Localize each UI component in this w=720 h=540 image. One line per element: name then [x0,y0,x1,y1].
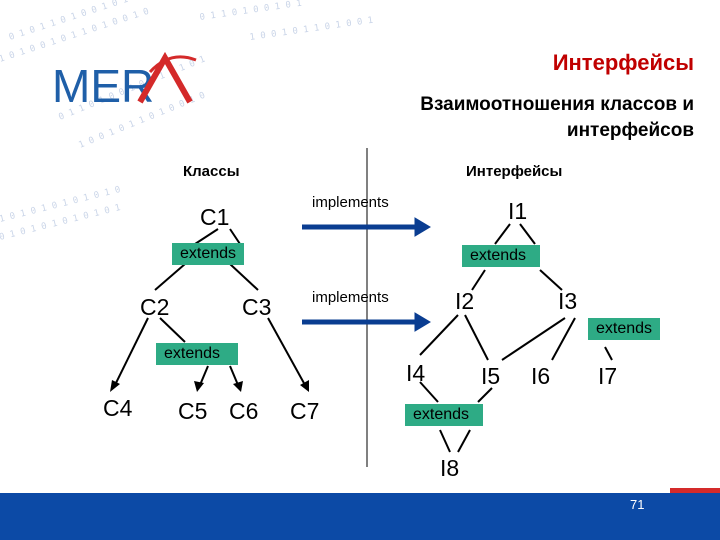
class-node-c6: C6 [229,398,259,424]
interface-node-i3: I3 [558,288,578,314]
interface-node-i8: I8 [440,455,460,481]
extends-badge-c2: extends [156,343,239,365]
class-arrowheads [110,380,309,392]
interface-node-i1: I1 [508,198,528,224]
slide-title: Интерфейсы [552,50,694,75]
extends-badge-i3: extends [588,318,661,340]
extends-badge-i4-i5: extends [405,404,484,426]
interface-node-i6: I6 [531,363,551,389]
interface-node-i7: I7 [598,363,618,389]
class-node-c3: C3 [242,294,272,320]
class-node-c5: C5 [178,398,208,424]
classes-header: Классы [183,163,240,180]
extends-badge-c1: extends [172,243,245,265]
mera-logo: MER [52,51,197,112]
svg-text:0 1 1 0 1 0 0 1 0 1: 0 1 1 0 1 0 0 1 0 1 [199,0,302,23]
footer-accent [670,488,720,493]
footer-bar [0,493,720,540]
interface-node-i5: I5 [481,363,501,389]
interfaces-header: Интерфейсы [466,163,563,180]
interface-edges [419,223,613,453]
slide-subtitle: Взаимоотношения классов и интерфейсов [420,94,694,141]
svg-text:1 0 0 1 0 1 1 0 1 0 0 1: 1 0 0 1 0 1 1 0 1 0 0 1 [249,16,374,43]
interface-node-i4: I4 [406,360,426,386]
implements-label-2: implements [312,289,389,306]
class-node-c7: C7 [290,398,320,424]
extends-badge-i1: extends [462,245,541,267]
implements-label-1: implements [312,194,389,211]
class-edges [114,228,306,386]
implements-arrows [302,217,431,332]
class-node-c4: C4 [103,395,133,421]
svg-text:MER: MER [52,60,154,112]
page-number: 71 [630,497,645,512]
interface-node-i2: I2 [455,288,475,314]
class-node-c1: C1 [200,204,230,230]
class-node-c2: C2 [140,294,170,320]
